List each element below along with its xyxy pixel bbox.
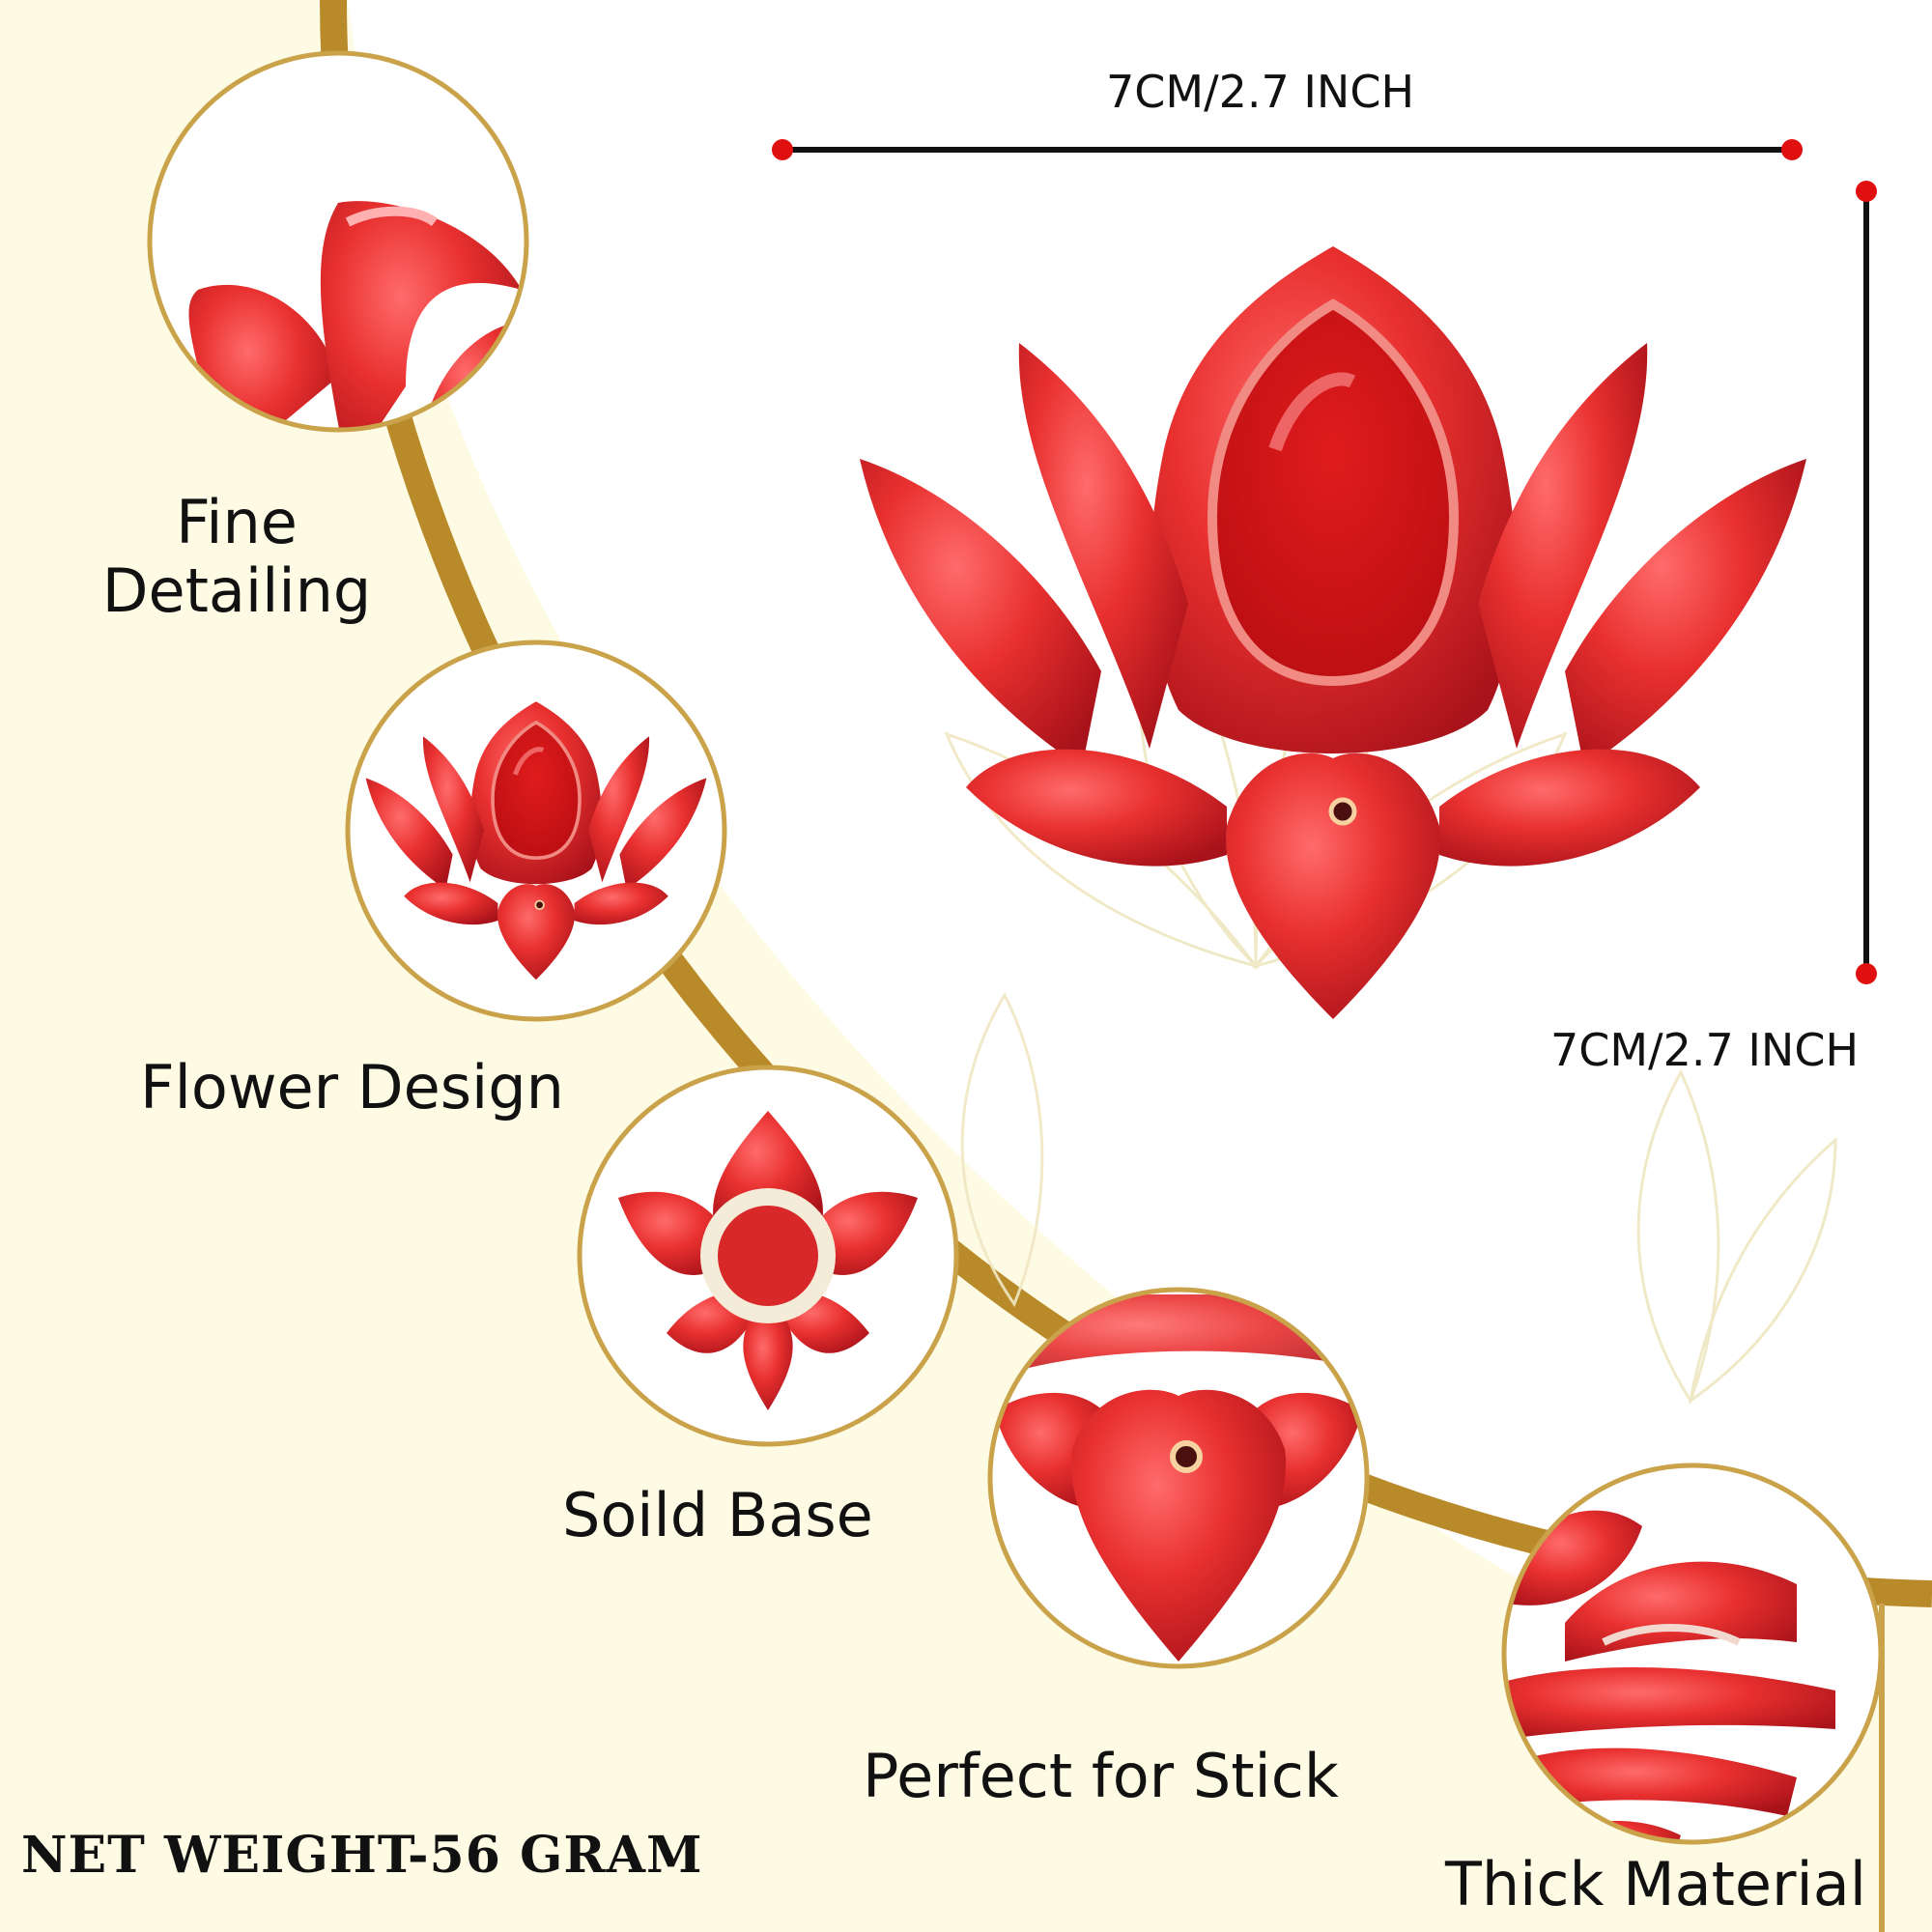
feature-circle-flower-design: [345, 639, 727, 1022]
feature-label-fine-detailing-line2: Detailing: [101, 555, 372, 627]
feature-label-flower-design: Flower Design: [140, 1052, 564, 1122]
feature-label-fine-detailing-line1: Fine: [176, 487, 298, 557]
height-dimension: [1856, 181, 1877, 984]
feature-label-perfect-for-stick: Perfect for Stick: [863, 1741, 1339, 1811]
feature-label-fine-detailing: Fine Detailing: [97, 488, 377, 626]
feature-label-solid-base: Soild Base: [562, 1480, 873, 1550]
feature-label-thick-material: Thick Material: [1445, 1849, 1866, 1919]
feature-circle-solid-base: [577, 1065, 959, 1447]
height-bottom-marker: [1856, 963, 1877, 984]
width-dimension-label: 7CM/2.7 INCH: [1106, 66, 1415, 118]
height-top-marker: [1856, 181, 1877, 202]
height-dimension-label: 7CM/2.7 INCH: [1550, 1024, 1860, 1076]
net-weight-label: NET WEIGHT-56 GRAM: [21, 1826, 703, 1885]
feature-circle-perfect-for-stick: [987, 1287, 1370, 1669]
width-left-marker: [772, 139, 793, 160]
width-right-marker: [1781, 139, 1803, 160]
feature-circle-thick-material: [1501, 1463, 1884, 1845]
width-dimension: [772, 139, 1803, 160]
